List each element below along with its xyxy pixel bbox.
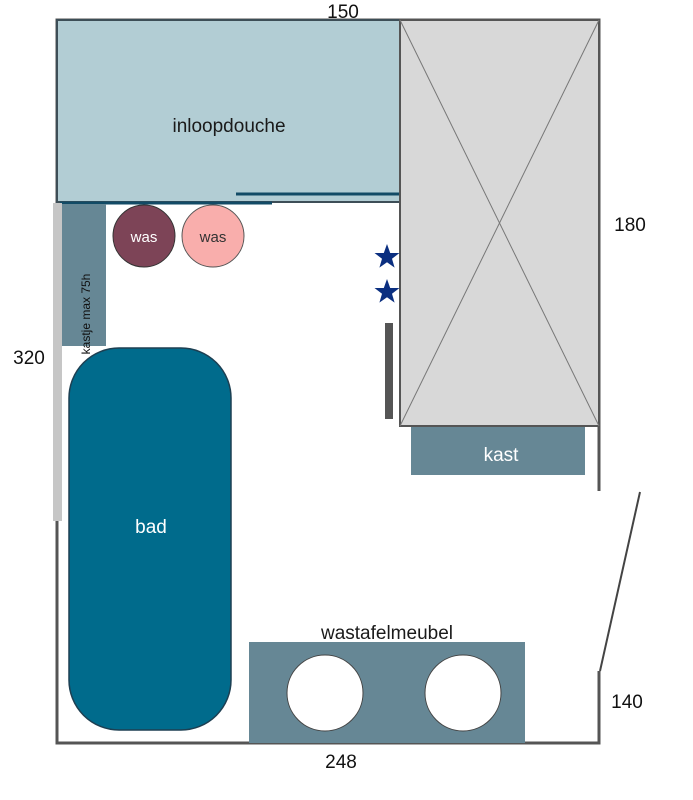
washer-light: [181, 204, 245, 268]
small-cabinet-label: kastje max 75h: [79, 274, 93, 355]
partition-bar: [385, 323, 393, 419]
cabinet: [411, 427, 585, 475]
washer-light-label: was: [199, 229, 227, 246]
washer-dark: [112, 204, 176, 268]
dimension-door: 140: [611, 692, 643, 713]
dimension-top: 150: [327, 2, 359, 23]
door-opening: [596, 491, 604, 671]
bathtub-label: bad: [135, 517, 167, 538]
bathtub: [68, 347, 232, 731]
star-icon: [374, 244, 400, 268]
wall-strip: [53, 203, 62, 521]
closet-cross-line: [399, 19, 600, 427]
small-cabinet: [62, 204, 106, 346]
star-icon: [374, 279, 400, 303]
walk-in-shower: [56, 19, 401, 203]
dimension-right: 180: [614, 215, 646, 236]
sink-basin: [286, 654, 364, 732]
dimension-bottom: 248: [325, 752, 357, 773]
walk-in-shower-label: inloopdouche: [172, 116, 285, 137]
dimension-left: 320: [13, 348, 45, 369]
vanity-label: wastafelmeubel: [320, 623, 453, 644]
cabinet-label: kast: [484, 445, 520, 466]
sink-basin: [424, 654, 502, 732]
washer-dark-label: was: [130, 229, 158, 246]
door-leaf: [599, 491, 641, 672]
